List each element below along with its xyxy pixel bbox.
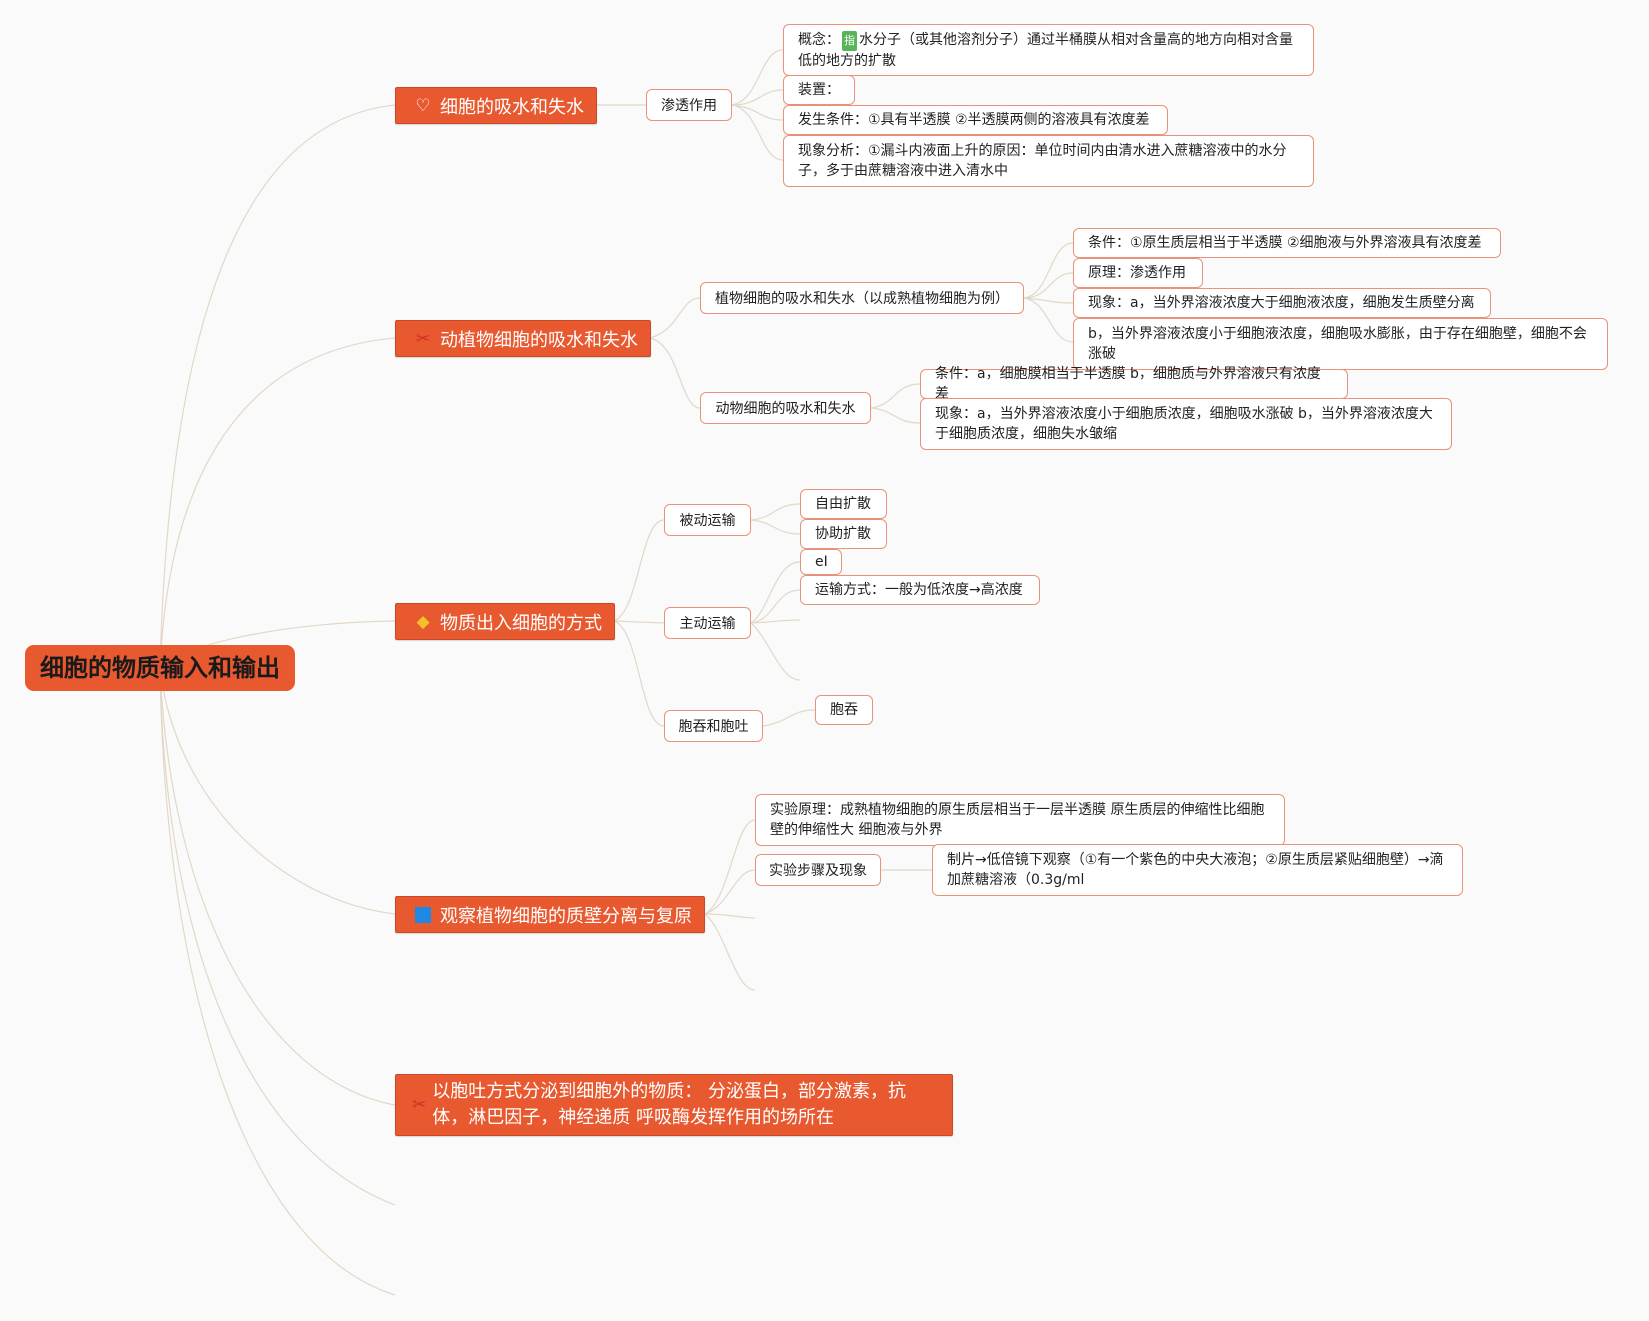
topic-label: 动植物细胞的吸水和失水 [440, 329, 638, 351]
osmosis-device[interactable]: 装置： [783, 75, 855, 105]
plant-phenomenon[interactable]: 现象：a，当外界溶液浓度大于细胞液浓度，细胞发生质壁分离 [1073, 288, 1491, 318]
topic-water-absorption[interactable]: ♡ 细胞的吸水和失水 [395, 87, 597, 124]
experiment-steps-node[interactable]: 实验步骤及现象 [755, 854, 881, 886]
plant-principle[interactable]: 原理：渗透作用 [1073, 258, 1203, 288]
plant-cell-node[interactable]: 植物细胞的吸水和失水（以成熟植物细胞为例） [700, 282, 1024, 314]
heart-icon: ♡ [415, 95, 431, 116]
topic-label: 细胞的吸水和失水 [440, 96, 584, 118]
active-transport-node[interactable]: 主动运输 [664, 607, 751, 639]
endocytosis[interactable]: 胞吞 [815, 695, 873, 725]
topic-exocytosis[interactable]: ✂ 以胞吐方式分泌到细胞外的物质： 分泌蛋白，部分激素，抗体，淋巴因子，神经递质… [395, 1074, 953, 1136]
endo-exo-node[interactable]: 胞吞和胞吐 [664, 710, 763, 742]
tools-icon: ✂ [412, 1095, 427, 1115]
active-el[interactable]: eI [800, 549, 842, 575]
osmosis-node[interactable]: 渗透作用 [646, 89, 732, 121]
experiment-principle[interactable]: 实验原理：成熟植物细胞的原生质层相当于一层半透膜 原生质层的伸缩性比细胞壁的伸缩… [755, 794, 1285, 846]
animal-phenomenon[interactable]: 现象：a，当外界溶液浓度小于细胞质浓度，细胞吸水涨破 b，当外界溶液浓度大于细胞… [920, 398, 1452, 450]
topic-plasmolysis[interactable]: 观察植物细胞的质壁分离与复原 [395, 896, 705, 933]
experiment-steps-detail[interactable]: 制片→低倍镜下观察（①有一个紫色的中央大液泡；②原生质层紧贴细胞壁）→滴加蔗糖溶… [932, 844, 1463, 896]
topic-label: 以胞吐方式分泌到细胞外的物质： 分泌蛋白，部分激素，抗体，淋巴因子，神经递质 呼… [432, 1081, 906, 1128]
topic-transport[interactable]: ◆ 物质出入细胞的方式 [395, 603, 615, 640]
animal-condition[interactable]: 条件：a，细胞膜相当于半透膜 b，细胞质与外界溶液只有浓度差 [920, 366, 1348, 402]
topic-plant-animal[interactable]: ✂ 动植物细胞的吸水和失水 [395, 320, 651, 357]
osmosis-analysis[interactable]: 现象分析：①漏斗内液面上升的原因：单位时间内由清水进入蔗糖溶液中的水分子，多于由… [783, 135, 1314, 187]
active-mode[interactable]: 运输方式：一般为低浓度→高浓度 [800, 575, 1040, 605]
concept-text: 概念：指水分子（或其他溶剂分子）通过半桶膜从相对含量高的地方向相对含量低的地方的… [798, 30, 1293, 69]
osmosis-concept[interactable]: 概念：指水分子（或其他溶剂分子）通过半桶膜从相对含量高的地方向相对含量低的地方的… [783, 24, 1314, 76]
plant-phenomenon-b[interactable]: b，当外界溶液浓度小于细胞液浓度，细胞吸水膨胀，由于存在细胞壁，细胞不会涨破 [1073, 318, 1608, 370]
root-node[interactable]: 细胞的物质输入和输出 [25, 645, 295, 691]
blue-square-icon [412, 905, 434, 925]
animal-cell-node[interactable]: 动物细胞的吸水和失水 [700, 392, 871, 424]
topic-label: 物质出入细胞的方式 [440, 612, 602, 634]
facilitated-diffusion[interactable]: 协助扩散 [800, 519, 887, 549]
plant-condition[interactable]: 条件：①原生质层相当于半透膜 ②细胞液与外界溶液具有浓度差 [1073, 228, 1501, 258]
passive-transport-node[interactable]: 被动运输 [664, 504, 751, 536]
gem-icon: ◆ [416, 611, 430, 632]
free-diffusion[interactable]: 自由扩散 [800, 489, 887, 519]
osmosis-condition[interactable]: 发生条件：①具有半透膜 ②半透膜两侧的溶液具有浓度差 [783, 105, 1168, 135]
topic-label: 观察植物细胞的质壁分离与复原 [440, 905, 692, 927]
badge-icon: 指 [842, 30, 857, 51]
tools-icon: ✂ [415, 328, 431, 349]
